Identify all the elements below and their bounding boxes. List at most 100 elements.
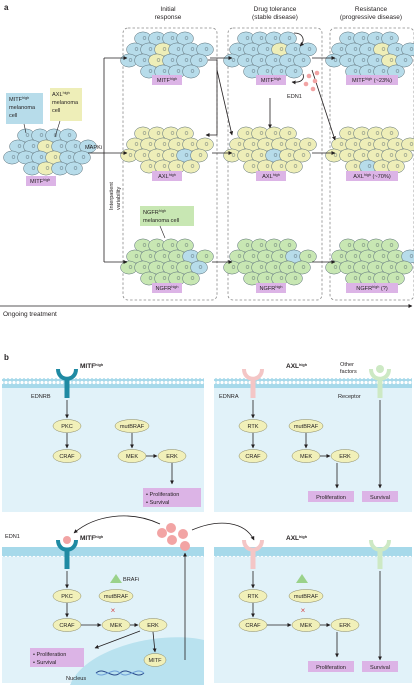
- cell-nucleus: [170, 243, 175, 247]
- cell-nucleus: [389, 153, 394, 157]
- cell-nucleus: [389, 131, 394, 135]
- panel-a-letter: a: [4, 3, 9, 12]
- cell-nucleus: [273, 243, 278, 247]
- cell-nucleus: [142, 243, 147, 247]
- left-cluster-label-text: MITFhigh: [30, 178, 50, 185]
- initial-column-box: [122, 27, 218, 301]
- cell-nucleus: [395, 254, 400, 258]
- cell-nucleus: [287, 243, 292, 247]
- cell-nucleus: [293, 276, 298, 280]
- cell-nucleus: [170, 58, 175, 62]
- bl-inhibition-mark: ×: [111, 606, 116, 615]
- cell-nucleus: [231, 153, 236, 157]
- tr-proliferation-box: [308, 491, 354, 502]
- bl-arrow-erk-mitf: [152, 631, 157, 653]
- cell-nucleus: [148, 164, 153, 168]
- cell-nucleus: [170, 153, 175, 157]
- cell-nucleus: [25, 133, 30, 137]
- cell-nucleus: [279, 254, 284, 258]
- brafi-label: BRAFi: [123, 577, 139, 583]
- cell-nucleus: [176, 69, 181, 73]
- cell-nucleus: [375, 131, 380, 135]
- header-resistance: Resistance: [355, 6, 388, 13]
- cell-nucleus: [245, 131, 250, 135]
- cell-nucleus: [293, 142, 298, 146]
- cell-nucleus: [156, 243, 161, 247]
- cell-nucleus: [375, 58, 380, 62]
- tl-outcome-box: [143, 488, 201, 507]
- mitf-callout-text-3: cell: [9, 113, 17, 119]
- cell-nucleus: [259, 58, 264, 62]
- row-label-initial-2-bg: [152, 283, 182, 293]
- row-label-initial-1-bg: [152, 171, 182, 181]
- ngfr-callout-text: NGFRhigh: [143, 209, 166, 216]
- edn1-label-a: EDN1: [287, 94, 302, 100]
- header-tolerance: Drug tolerance: [254, 6, 297, 13]
- cell-nucleus: [190, 164, 195, 168]
- cell-nucleus: [265, 254, 270, 258]
- cell-nucleus: [265, 164, 270, 168]
- row-label-tolerance-2: NGFRhigh: [259, 285, 282, 292]
- mixed-cell-cluster-left: [3, 128, 97, 176]
- cell-nucleus: [45, 144, 50, 148]
- cell-nucleus: [31, 166, 36, 170]
- br-proliferation: Proliferation: [316, 665, 346, 671]
- interpatient-label: Interpatient: [109, 182, 115, 210]
- cell-nucleus: [11, 155, 16, 159]
- bl-mitf-shape: [143, 653, 167, 667]
- cell-nucleus: [156, 265, 161, 269]
- row-label-resistance-2: NGFRhigh (?): [356, 285, 388, 292]
- cell-nucleus: [245, 243, 250, 247]
- cell-nucleus: [353, 164, 358, 168]
- cell-nucleus: [231, 265, 236, 269]
- cell-nucleus: [389, 58, 394, 62]
- cell-nucleus: [73, 166, 78, 170]
- bl-erk: ERK: [147, 623, 159, 629]
- cell-nucleus: [204, 47, 209, 51]
- axl-callout-text-3: cell: [52, 108, 60, 114]
- cell-nucleus: [273, 36, 278, 40]
- ngfr-callout: [140, 206, 194, 226]
- cell-nucleus: [347, 243, 352, 247]
- cell-nucleus: [333, 153, 338, 157]
- cell-nucleus: [142, 153, 147, 157]
- row-label-tolerance-2-bg: [256, 283, 286, 293]
- ongoing-treatment-label: Ongoing treatment: [3, 311, 57, 318]
- tl-outcome-proliferation: • Proliferation: [146, 492, 179, 498]
- cell-nucleus: [287, 265, 292, 269]
- cell-nucleus: [367, 254, 372, 258]
- cell-nucleus: [237, 142, 242, 146]
- cell-nucleus: [273, 131, 278, 135]
- ednra-receptor: [242, 368, 264, 381]
- cell-nucleus: [148, 276, 153, 280]
- cell-nucleus: [251, 254, 256, 258]
- cell-nucleus: [367, 69, 372, 73]
- row-label-tolerance-1: AXLhigh: [262, 173, 280, 180]
- cell-nucleus: [293, 254, 298, 258]
- cell-nucleus: [273, 265, 278, 269]
- tr-craf-shape: [238, 449, 268, 463]
- cell-nucleus: [347, 153, 352, 157]
- cell-nucleus: [381, 276, 386, 280]
- cell-nucleus: [381, 142, 386, 146]
- cell-nucleus: [265, 142, 270, 146]
- cell-nucleus: [375, 243, 380, 247]
- tr-rtk-shape: [238, 419, 268, 433]
- nucleus-label: Nucleus: [66, 676, 86, 682]
- br-rtk: RTK: [247, 594, 258, 600]
- cell-nucleus: [339, 142, 344, 146]
- tr-craf: CRAF: [245, 454, 261, 460]
- tr-survival-box: [362, 491, 398, 502]
- ngfr-callout-text-2: melanoma cell: [143, 218, 179, 224]
- cell-nucleus: [128, 265, 133, 269]
- cell-nucleus: [237, 254, 242, 258]
- cell-nucleus: [409, 142, 414, 146]
- tolerance-column-box: [227, 27, 323, 301]
- cell-nucleus: [17, 144, 22, 148]
- br-mek: MEK: [300, 623, 312, 629]
- cell-nucleus: [81, 155, 86, 159]
- row-label-resistance-0: MITFhigh (~23%): [352, 77, 392, 84]
- tr-mutbraf: mutBRAF: [294, 424, 319, 430]
- interpatient-label-2: variability: [116, 186, 122, 210]
- cell-nucleus: [307, 254, 312, 258]
